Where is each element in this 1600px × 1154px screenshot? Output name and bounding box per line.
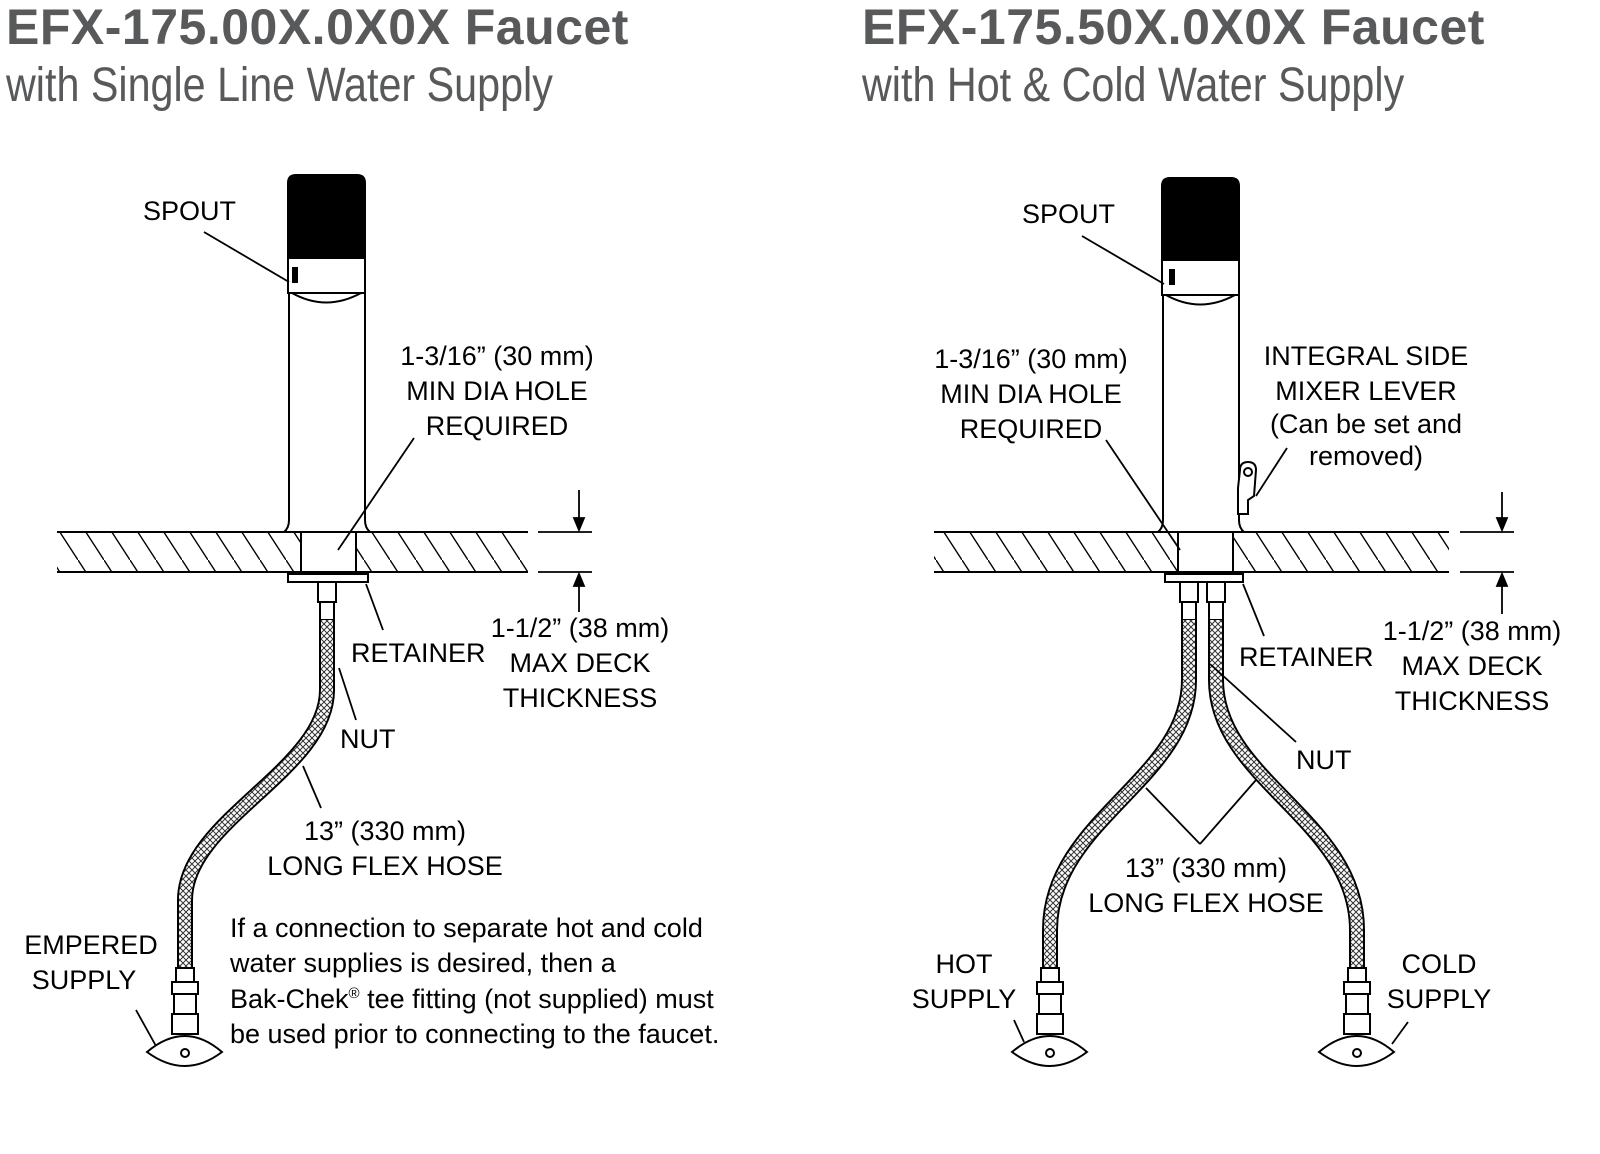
- left-faucet-body: [283, 174, 371, 533]
- right-hot-valve: [1010, 967, 1089, 1067]
- right-deck-line3: THICKNESS: [1395, 686, 1550, 716]
- right-subtitle: with Hot & Cold Water Supply: [862, 59, 1405, 112]
- left-hole-line1: 1-3/16” (30 mm): [400, 341, 594, 371]
- mixer-lever-label: INTEGRAL SIDE MIXER LEVER (Can be set an…: [1264, 341, 1469, 471]
- left-title: EFX-175.00X.0X0X Faucet: [6, 0, 629, 55]
- right-nut-label: NUT: [1296, 745, 1352, 775]
- hot-line1: HOT: [936, 949, 993, 979]
- note-line1: If a connection to separate hot and cold: [230, 913, 703, 943]
- right-leaders: [1013, 235, 1409, 1045]
- right-title: EFX-175.50X.0X0X Faucet: [862, 0, 1485, 55]
- left-flex-hose: [177, 620, 335, 968]
- right-retainer: [1164, 573, 1244, 621]
- right-hole-line3: REQUIRED: [960, 414, 1103, 444]
- note-line2: water supplies is desired, then a: [229, 948, 617, 978]
- right-spout-label: SPOUT: [1022, 199, 1115, 229]
- hot-line2: SUPPLY: [912, 984, 1017, 1014]
- left-deck-line2: MAX DECK: [509, 648, 650, 678]
- left-deck: [57, 531, 528, 573]
- left-retainer-label: RETAINER: [351, 638, 486, 668]
- left-deck-line3: THICKNESS: [503, 683, 658, 713]
- left-hose-line2: LONG FLEX HOSE: [267, 851, 503, 881]
- right-deck-line2: MAX DECK: [1401, 651, 1542, 681]
- left-diagram: [57, 174, 592, 1067]
- right-deck: [934, 531, 1449, 573]
- left-hose-line1: 13” (330 mm): [304, 816, 466, 846]
- note-line3-post: tee fitting (not supplied) must: [360, 984, 715, 1014]
- left-nut-label: NUT: [340, 724, 396, 754]
- left-note: If a connection to separate hot and cold…: [229, 913, 719, 1049]
- note-line3-reg: ®: [349, 985, 360, 1002]
- mixer-line3: (Can be set and: [1270, 409, 1462, 439]
- left-supply-line1: EMPERED: [24, 930, 158, 960]
- right-hole-line1: 1-3/16” (30 mm): [934, 344, 1128, 374]
- right-faucet-body: [1157, 177, 1245, 533]
- note-line3-pre: Bak-Chek: [230, 984, 349, 1014]
- right-deck-line1: 1-1/2” (38 mm): [1383, 616, 1562, 646]
- right-diagram: [934, 177, 1514, 1067]
- left-spout-label: SPOUT: [143, 196, 236, 226]
- left-supply-valve: [145, 967, 224, 1067]
- left-deck-label: 1-1/2” (38 mm) MAX DECK THICKNESS: [491, 613, 670, 713]
- mixer-lever: [1237, 460, 1258, 515]
- hot-supply-label: HOT SUPPLY: [912, 949, 1017, 1014]
- left-deck-line1: 1-1/2” (38 mm): [491, 613, 670, 643]
- left-retainer: [287, 573, 369, 621]
- right-cold-valve: [1317, 967, 1396, 1067]
- right-cold-hose: [1208, 620, 1365, 968]
- cold-line2: SUPPLY: [1387, 984, 1492, 1014]
- right-hose-line1: 13” (330 mm): [1125, 853, 1287, 883]
- cold-line1: COLD: [1401, 949, 1476, 979]
- right-retainer-label: RETAINER: [1239, 642, 1374, 672]
- mixer-line4: removed): [1309, 441, 1423, 471]
- left-deck-dimension: [538, 490, 592, 612]
- note-line4: be used prior to connecting to the fauce…: [230, 1019, 719, 1049]
- right-deck-dimension: [1460, 492, 1514, 614]
- left-hole-line3: REQUIRED: [426, 411, 569, 441]
- left-subtitle: with Single Line Water Supply: [6, 59, 553, 112]
- mixer-line1: INTEGRAL SIDE: [1264, 341, 1469, 371]
- right-hose-label: 13” (330 mm) LONG FLEX HOSE: [1088, 853, 1324, 918]
- left-hole-label: 1-3/16” (30 mm) MIN DIA HOLE REQUIRED: [400, 341, 594, 441]
- left-supply-line2: SUPPLY: [32, 965, 137, 995]
- right-hole-line2: MIN DIA HOLE: [940, 379, 1122, 409]
- left-hole-line2: MIN DIA HOLE: [406, 376, 588, 406]
- left-leaders: [135, 231, 415, 1047]
- left-supply-label: EMPERED SUPPLY: [24, 930, 158, 995]
- right-hot-hose: [1042, 620, 1197, 968]
- cold-supply-label: COLD SUPPLY: [1387, 949, 1492, 1014]
- right-deck-label: 1-1/2” (38 mm) MAX DECK THICKNESS: [1383, 616, 1562, 716]
- mixer-line2: MIXER LEVER: [1275, 376, 1457, 406]
- right-hole-label: 1-3/16” (30 mm) MIN DIA HOLE REQUIRED: [934, 344, 1128, 444]
- left-hose-label: 13” (330 mm) LONG FLEX HOSE: [267, 816, 503, 881]
- note-line3: Bak-Chek® tee fitting (not supplied) mus…: [230, 984, 714, 1014]
- right-hose-line2: LONG FLEX HOSE: [1088, 888, 1324, 918]
